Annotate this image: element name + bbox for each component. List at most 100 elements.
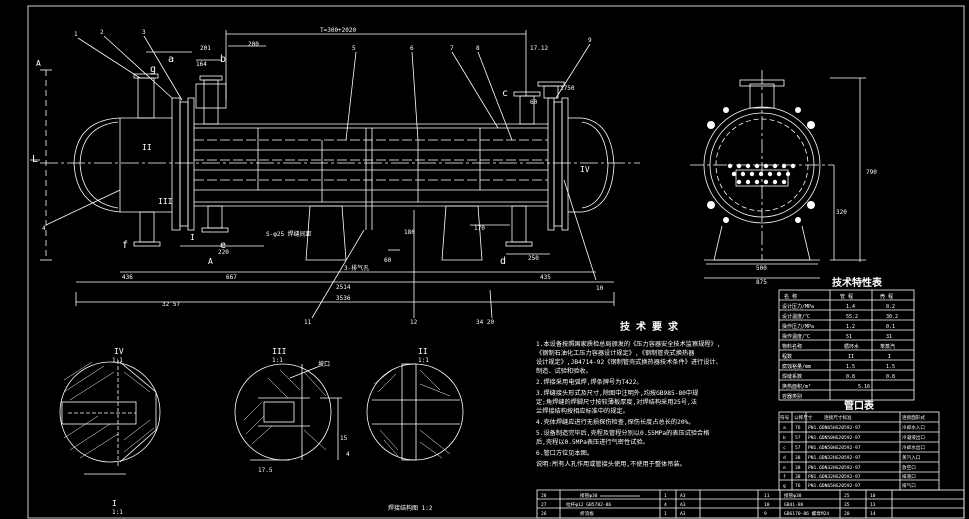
dim-250: 250: [528, 255, 539, 262]
svg-text:5.16: 5.16: [858, 384, 870, 390]
section-marks: A A L II III IV I: [32, 59, 590, 266]
dim-180: 180: [404, 229, 415, 236]
svg-text:g: g: [783, 484, 786, 489]
svg-text:5.设备制造完毕后,壳程及管程分别以0.55MPa的表压试验: 5.设备制造完毕后,壳程及管程分别以0.55MPa的表压试验合格: [536, 429, 710, 437]
nozzle-f: [139, 211, 155, 243]
left-head: [73, 117, 121, 213]
svg-text:PN1.6DN32HG20592-97: PN1.6DN32HG20592-97: [808, 474, 861, 480]
svg-text:25: 25: [844, 493, 850, 499]
svg-text:4: 4: [42, 225, 46, 232]
svg-text:PN1.6DN32HG20592-97: PN1.6DN32HG20592-97: [808, 455, 861, 461]
svg-text:12: 12: [410, 319, 418, 326]
svg-text:1.5: 1.5: [846, 364, 855, 370]
right-flange: [547, 97, 555, 231]
detail-III: [234, 363, 342, 461]
dim-60: 60: [384, 257, 392, 264]
svg-text:焊缝系数: 焊缝系数: [782, 373, 802, 380]
svg-text:PN1.6DN65HG20592-97: PN1.6DN65HG20592-97: [808, 483, 861, 489]
svg-text:换热面积/m²: 换热面积/m²: [782, 383, 811, 390]
svg-text:连接面形式: 连接面形式: [902, 414, 925, 421]
svg-text:连接尺寸标准: 连接尺寸标准: [824, 414, 852, 421]
detail-III-scale: 1:1: [272, 357, 283, 364]
dim-200: 200: [248, 41, 259, 48]
svg-text:设计规定》,JB4714-92《钢制管壳式换热器技术条件》进: 设计规定》,JB4714-92《钢制管壳式换热器技术条件》进行设计、: [536, 358, 722, 366]
svg-text:76: 76: [795, 425, 801, 431]
right-head: [581, 117, 615, 213]
dim-201: 201: [200, 45, 211, 52]
svg-text:2: 2: [100, 29, 104, 36]
nozzle-label-f: f: [122, 240, 128, 251]
svg-text:1: 1: [664, 511, 667, 517]
dim-overall-length: 3536: [336, 295, 351, 302]
svg-text:0.2: 0.2: [886, 304, 895, 310]
svg-text:PN1.6DN32HG20592-97: PN1.6DN32HG20592-97: [808, 465, 861, 471]
mark-III: III: [158, 197, 173, 206]
svg-text:1: 1: [664, 493, 667, 499]
dim-164: 164: [196, 61, 207, 68]
dim-436: 436: [122, 274, 133, 281]
svg-text:PN1.6DN65HG20592-97: PN1.6DN65HG20592-97: [808, 425, 861, 431]
svg-text:11: 11: [304, 319, 312, 326]
drawing-frame: [27, 5, 965, 519]
mark-I: I: [190, 233, 195, 242]
svg-text:接管φ38: 接管φ38: [580, 492, 598, 499]
section-A-top: A: [36, 59, 41, 68]
detail-titles: IV 1:1 III 1:1 II 1:1 I 1:1: [112, 347, 429, 516]
detail-II: [366, 363, 464, 461]
svg-text:1.2: 1.2: [846, 324, 855, 330]
dim-667: 667: [226, 274, 237, 281]
svg-text:3: 3: [142, 29, 146, 36]
section-L: L: [32, 154, 38, 165]
svg-text:28: 28: [541, 493, 547, 499]
nozzle-b: [203, 79, 219, 125]
svg-text:8: 8: [476, 45, 480, 52]
svg-text:A3: A3: [680, 493, 686, 499]
svg-text:兰焊接结构按相应标准中的规定。: 兰焊接结构按相应标准中的规定。: [536, 407, 629, 415]
svg-text:制造、试验和验收。: 制造、试验和验收。: [536, 367, 592, 375]
svg-text:循环水: 循环水: [844, 343, 859, 350]
svg-text:I: I: [888, 354, 891, 360]
nozzle-table-grid: [778, 411, 940, 491]
svg-text:冷凝液出口: 冷凝液出口: [902, 434, 925, 441]
svg-text:腐蚀裕量/mm: 腐蚀裕量/mm: [782, 363, 811, 370]
detail-IV-scale: 1:1: [112, 357, 123, 364]
svg-text:《钢制石油化工压力容器设计规定》,《钢制管壳式换热器: 《钢制石油化工压力容器设计规定》,《钢制管壳式换热器: [536, 349, 695, 357]
svg-text:0.8: 0.8: [846, 374, 855, 380]
mark-IV: IV: [580, 165, 590, 174]
svg-text:3.焊缝接头形式及尺寸,除图中注明外,均按GB985-80中: 3.焊缝接头形式及尺寸,除图中注明外,均按GB985-80中规: [536, 389, 698, 397]
svg-text:11: 11: [764, 493, 770, 499]
svg-text:7: 7: [450, 45, 454, 52]
end-dim-875: 875: [756, 279, 767, 286]
detail-IV-roman: IV: [114, 347, 124, 356]
end-view-nozzle: [749, 83, 775, 109]
svg-text:排液口: 排液口: [902, 473, 916, 480]
svg-text:35: 35: [844, 502, 850, 508]
svg-text:d: d: [783, 455, 786, 461]
svg-text:13: 13: [870, 502, 876, 508]
detail-dim-15: 15: [340, 435, 348, 442]
svg-text:4: 4: [664, 502, 667, 508]
svg-text:设计温度/℃: 设计温度/℃: [782, 313, 810, 320]
end-view-dims: 790 875 500 320: [756, 169, 877, 286]
note-weld: S-φ25 焊缝间距: [266, 230, 312, 238]
tech-req-title: 技 术 要 求: [620, 320, 679, 333]
svg-text:30.2: 30.2: [886, 314, 898, 320]
svg-text:38: 38: [795, 474, 801, 480]
svg-text:a: a: [783, 426, 786, 431]
main-dimension-labels: 3536 T=300+2020 436 667 2514 435 32 57 3…: [122, 27, 575, 326]
detail-I-scale: 1:1: [112, 509, 123, 516]
section-A-bottom: A: [208, 257, 213, 266]
svg-text:b: b: [783, 435, 786, 441]
vessel-elevation: [30, 69, 640, 261]
svg-text:55.2: 55.2: [846, 314, 858, 320]
svg-text:接管φ38: 接管φ38: [784, 492, 802, 499]
svg-text:物料名称: 物料名称: [782, 343, 802, 350]
tech-requirements: 技 术 要 求 1.本设备按照国家质检总局颁发的《压力容器安全技术监察规程》, …: [536, 320, 722, 468]
dim-17-12: 17.12: [530, 45, 548, 52]
svg-text:排气口: 排气口: [902, 482, 916, 489]
svg-text:c: c: [783, 446, 786, 451]
